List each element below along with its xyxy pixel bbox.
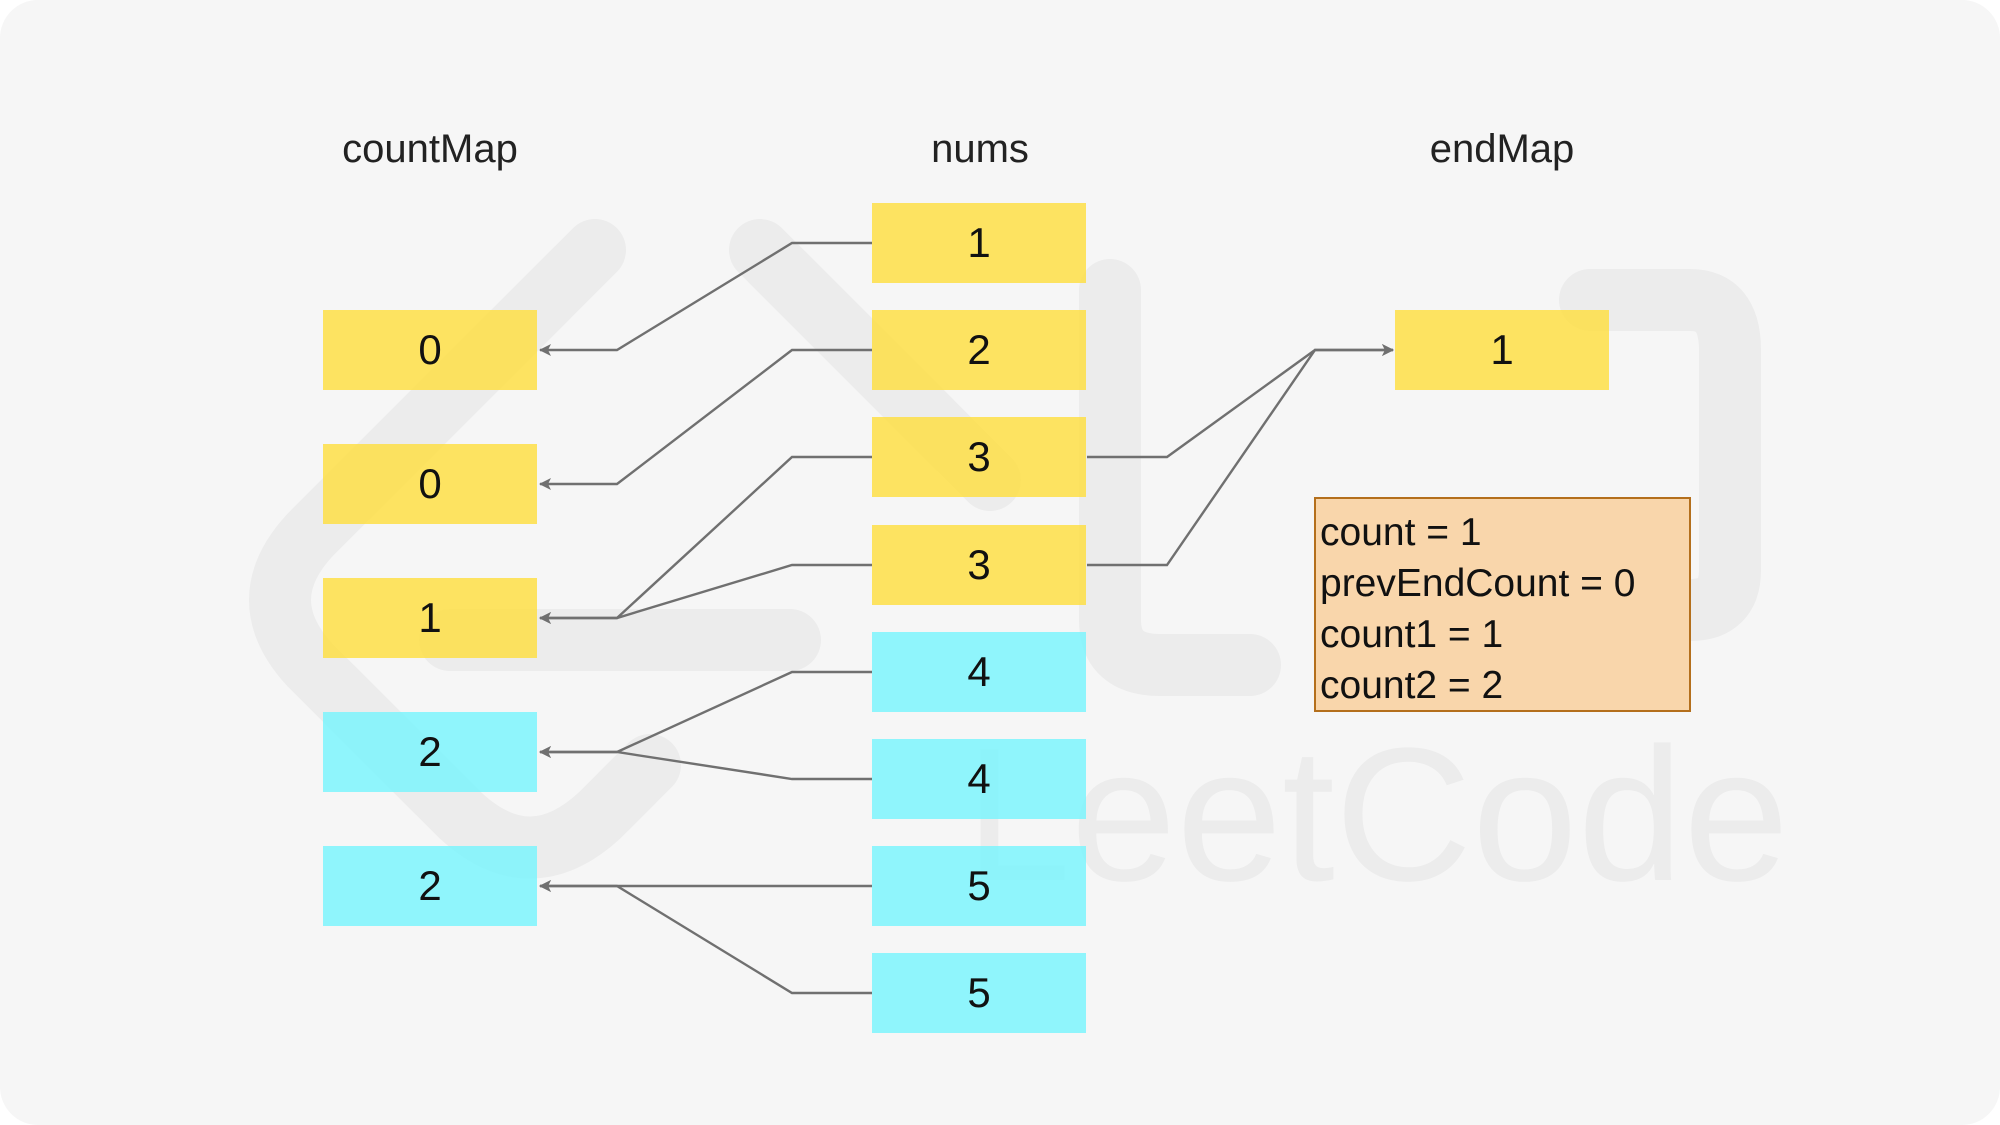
prev-end-count-line: prevEndCount = 0 — [1320, 562, 1636, 605]
edge-nums7-count4 — [539, 880, 872, 995]
nums-heading: nums — [931, 127, 1029, 171]
edge-nums3-count2 — [539, 563, 872, 624]
nums-cell: 4 — [872, 632, 1086, 712]
edge-nums3-end0 — [1087, 344, 1394, 567]
edge-nums5-count3 — [539, 746, 872, 781]
edge-nums1-count1 — [539, 348, 872, 490]
nums-cell: 5 — [872, 846, 1086, 926]
countmap-cell: 2 — [323, 846, 537, 926]
nums-cell: 2 — [872, 310, 1086, 390]
nums-cell: 1 — [872, 203, 1086, 283]
edge-nums2-end0 — [1087, 344, 1394, 459]
edge-nums2-count2 — [539, 455, 872, 624]
nums-cell: 5 — [872, 953, 1086, 1033]
countmap-heading: countMap — [342, 127, 518, 171]
countmap-cell: 0 — [323, 444, 537, 524]
countmap-cell: 2 — [323, 712, 537, 792]
edge-nums0-count0 — [539, 241, 872, 356]
countmap-cell: 0 — [323, 310, 537, 390]
count-line: count = 1 — [1320, 511, 1482, 554]
count2-line: count2 = 2 — [1320, 664, 1504, 707]
nums-cell: 4 — [872, 739, 1086, 819]
endmap-cell: 1 — [1395, 310, 1609, 390]
variables-box: count = 1 prevEndCount = 0 count1 = 1 co… — [1314, 497, 1691, 712]
nums-cell: 3 — [872, 417, 1086, 497]
endmap-heading: endMap — [1429, 127, 1575, 171]
countmap-cell: 1 — [323, 578, 537, 658]
edge-nums4-count3 — [539, 670, 872, 758]
svg-text:LeetCode: LeetCode — [965, 709, 1789, 921]
nums-cell: 3 — [872, 525, 1086, 605]
count1-line: count1 = 1 — [1320, 613, 1504, 656]
